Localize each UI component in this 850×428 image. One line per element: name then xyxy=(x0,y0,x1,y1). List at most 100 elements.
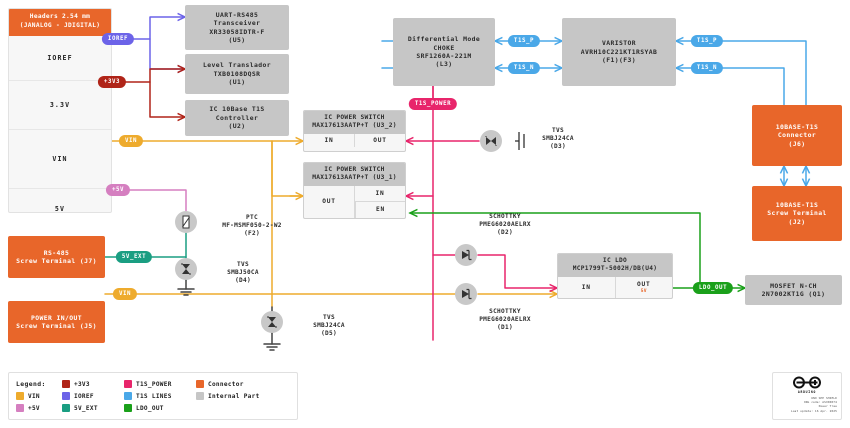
block-t1s-controller-line3: (U2) xyxy=(228,122,246,131)
net-label-ldo-out: LDO_OUT xyxy=(692,282,734,294)
tvs-d4-label-line2: SMBJ50CA xyxy=(227,269,259,277)
title-block-meta: UNO SPE SHIELD ORG code: ASX00074 Power … xyxy=(777,396,837,413)
block-mosfet-n-ch: MOSFET N-CH 2N7002KT1G (Q1) xyxy=(745,275,842,305)
block-choke-line1: Differential Mode xyxy=(407,35,481,44)
legend-swatch-ldo-out xyxy=(124,404,132,412)
block-uart-line3: XR33058IDTR-F xyxy=(209,27,265,36)
block-mosfet-line1: MOSFET N-CH xyxy=(770,281,817,290)
block-t1s-connector-line1: 10BASE-T1S xyxy=(775,122,819,131)
ptc-fuse-label: PTC MF-MSMF050-2-W2 (F2) xyxy=(222,214,282,239)
legend-item-vin: VIN xyxy=(16,392,62,400)
tvs-d5-label: TVS SMBJ24CA (D5) xyxy=(313,314,345,339)
block-t1s-connector-line2: Connector xyxy=(777,131,817,140)
tvs-d3-label: TVS SMBJ24CA (D3) xyxy=(542,127,574,152)
block-choke-line2: CHOKE xyxy=(433,43,455,52)
block-uart-line2: Transceiver xyxy=(213,19,261,28)
header-rail-vin-label: VIN xyxy=(52,154,68,163)
tvs-d4-symbol xyxy=(175,258,197,280)
power-switch-u3-1-pin-en: EN xyxy=(355,201,405,218)
title-block: ARDUINO UNO SPE SHIELD ORG code: ASX0007… xyxy=(772,372,842,420)
block-level-translator-line2: TXB0108DQSR xyxy=(213,69,261,78)
tvs-d5-label-line1: TVS xyxy=(323,314,335,321)
net-label-t1s-n-right: T1S_N xyxy=(690,62,724,74)
legend-panel: Legend: +3V3 T1S_POWER Connector VIN IOR… xyxy=(8,372,298,420)
block-t1s-controller-line1: IC 10Base T1S xyxy=(209,105,265,114)
block-power-screw-line2: Screw Terminal (J5) xyxy=(16,322,97,330)
schottky-d2-label: SCHOTTKY PMEG6020AELRX (D2) xyxy=(479,213,531,238)
legend-swatch-connector xyxy=(196,380,204,388)
tvs-d4-label: TVS SMBJ50CA (D4) xyxy=(227,261,259,286)
block-varistor-line3: (F1)(F3) xyxy=(602,56,636,65)
schottky-diode-icon xyxy=(462,249,472,261)
legend-label-ldo-out: LDO_OUT xyxy=(136,404,164,412)
legend-item-ioref: IOREF xyxy=(62,392,124,400)
ldo-pin-in: IN xyxy=(581,284,591,292)
legend-label-vin: VIN xyxy=(28,392,40,400)
block-uart-rs485-transceiver: UART-RS485 Transceiver XR33058IDTR-F (U5… xyxy=(185,5,289,50)
power-switch-u3-2-caption-line2: MAX17613AATP+T (U3_2) xyxy=(312,122,397,130)
net-label-vin-header: VIN xyxy=(118,135,144,147)
tvs-d3-symbol xyxy=(480,130,502,152)
headers-title-line1: Headers 2.54 mm xyxy=(29,13,91,20)
headers-title-line2: (JANALOG - JDIGITAL) xyxy=(19,21,101,29)
block-mosfet-line2: 2N7002KT1G (Q1) xyxy=(761,290,826,298)
block-choke-line4: (L3) xyxy=(435,60,453,69)
ptc-label-line3: (F2) xyxy=(244,230,260,238)
schottky-d2-label-line3: (D2) xyxy=(497,229,513,237)
legend-item-5v-ext: 5V_EXT xyxy=(62,404,124,412)
tvs-d5-symbol xyxy=(261,311,283,333)
legend-swatch-vin xyxy=(16,392,24,400)
tvs-d4-label-line3: (D4) xyxy=(235,277,251,285)
title-block-code: ORG code: ASX00074 xyxy=(803,399,837,404)
headers-panel: Headers 2.54 mm (JANALOG - JDIGITAL) IOR… xyxy=(8,8,112,213)
block-t1s-screw-line3: (J2) xyxy=(788,217,806,226)
tvs-d4-label-line1: TVS xyxy=(237,261,249,268)
tvs-d3-label-line2: SMBJ24CA xyxy=(542,135,574,143)
schottky-d2-label-line1: SCHOTTKY xyxy=(489,213,521,220)
schottky-d2-label-line2: PMEG6020AELRX xyxy=(479,221,531,229)
ldo-pin-out-label: OUT xyxy=(636,281,651,289)
block-varistor-line1: VARISTOR xyxy=(602,39,636,48)
header-rail-ioref: IOREF xyxy=(9,36,111,80)
block-t1s-screw-line2: Screw Terminal xyxy=(767,209,827,218)
schottky-diode-icon xyxy=(462,288,472,300)
block-differential-mode-choke: Differential Mode CHOKE SRF1260A-221M (L… xyxy=(393,18,495,86)
header-rail-ioref-label: IOREF xyxy=(47,53,73,62)
header-rail-5v: 5V xyxy=(9,187,111,213)
legend-swatch-t1s-power xyxy=(124,380,132,388)
net-label-ioref: IOREF xyxy=(101,33,135,45)
block-varistor-line2: AVRH10C221KT1RSYAB xyxy=(580,47,658,56)
schottky-d1-label-line3: (D1) xyxy=(497,324,513,332)
tvs-d5-label-line2: SMBJ24CA xyxy=(313,322,345,330)
power-switch-u3-2-pin-out: OUT xyxy=(354,133,405,147)
title-block-product: UNO SPE SHIELD xyxy=(811,395,837,400)
legend-label-ioref: IOREF xyxy=(74,392,94,400)
legend-item-t1s-lines: T1S LINES xyxy=(124,392,196,400)
schottky-d1-label: SCHOTTKY PMEG6020AELRX (D1) xyxy=(479,308,531,333)
ldo-caption-line1: IC LDO xyxy=(602,257,628,264)
ptc-label-line2: MF-MSMF050-2-W2 xyxy=(222,222,282,230)
block-rs485-screw-terminal: RS-485 Screw Terminal (J7) xyxy=(8,236,105,278)
block-t1s-controller-line2: Controller xyxy=(215,113,259,122)
legend-swatch-3v3 xyxy=(62,380,70,388)
tvs-diode-icon xyxy=(181,263,191,275)
header-rail-5v-label: 5V xyxy=(54,204,66,213)
power-switch-u3-2-caption-line1: IC POWER SWITCH xyxy=(324,114,385,121)
net-label-t1s-n-left: T1S_N xyxy=(507,62,541,74)
tvs-d3-label-line3: (D3) xyxy=(550,143,566,151)
block-10base-t1s-screw-terminal: 10BASE-T1S Screw Terminal (J2) xyxy=(752,186,842,241)
legend-item-3v3: +3V3 xyxy=(62,380,124,388)
legend-item-connector: Connector xyxy=(196,380,286,388)
arduino-logo: ARDUINO xyxy=(777,376,837,394)
block-power-switch-u3-1: IC POWER SWITCH MAX17613AATP+T (U3_1) OU… xyxy=(303,162,406,219)
block-t1s-controller: IC 10Base T1S Controller (U2) xyxy=(185,100,289,136)
title-block-doc-type: Power Tree xyxy=(818,404,837,409)
block-t1s-connector-line3: (J6) xyxy=(788,139,806,148)
block-uart-line1: UART-RS485 xyxy=(215,10,259,19)
legend-item-internal-part: Internal Part xyxy=(196,392,286,400)
block-10base-t1s-connector: 10BASE-T1S Connector (J6) xyxy=(752,105,842,166)
block-choke-line3: SRF1260A-221M xyxy=(416,52,472,60)
power-switch-u3-1-pin-out: OUT xyxy=(304,185,355,218)
ldo-caption: IC LDO MCP1799T-5002H/DB(U4) xyxy=(558,254,672,277)
